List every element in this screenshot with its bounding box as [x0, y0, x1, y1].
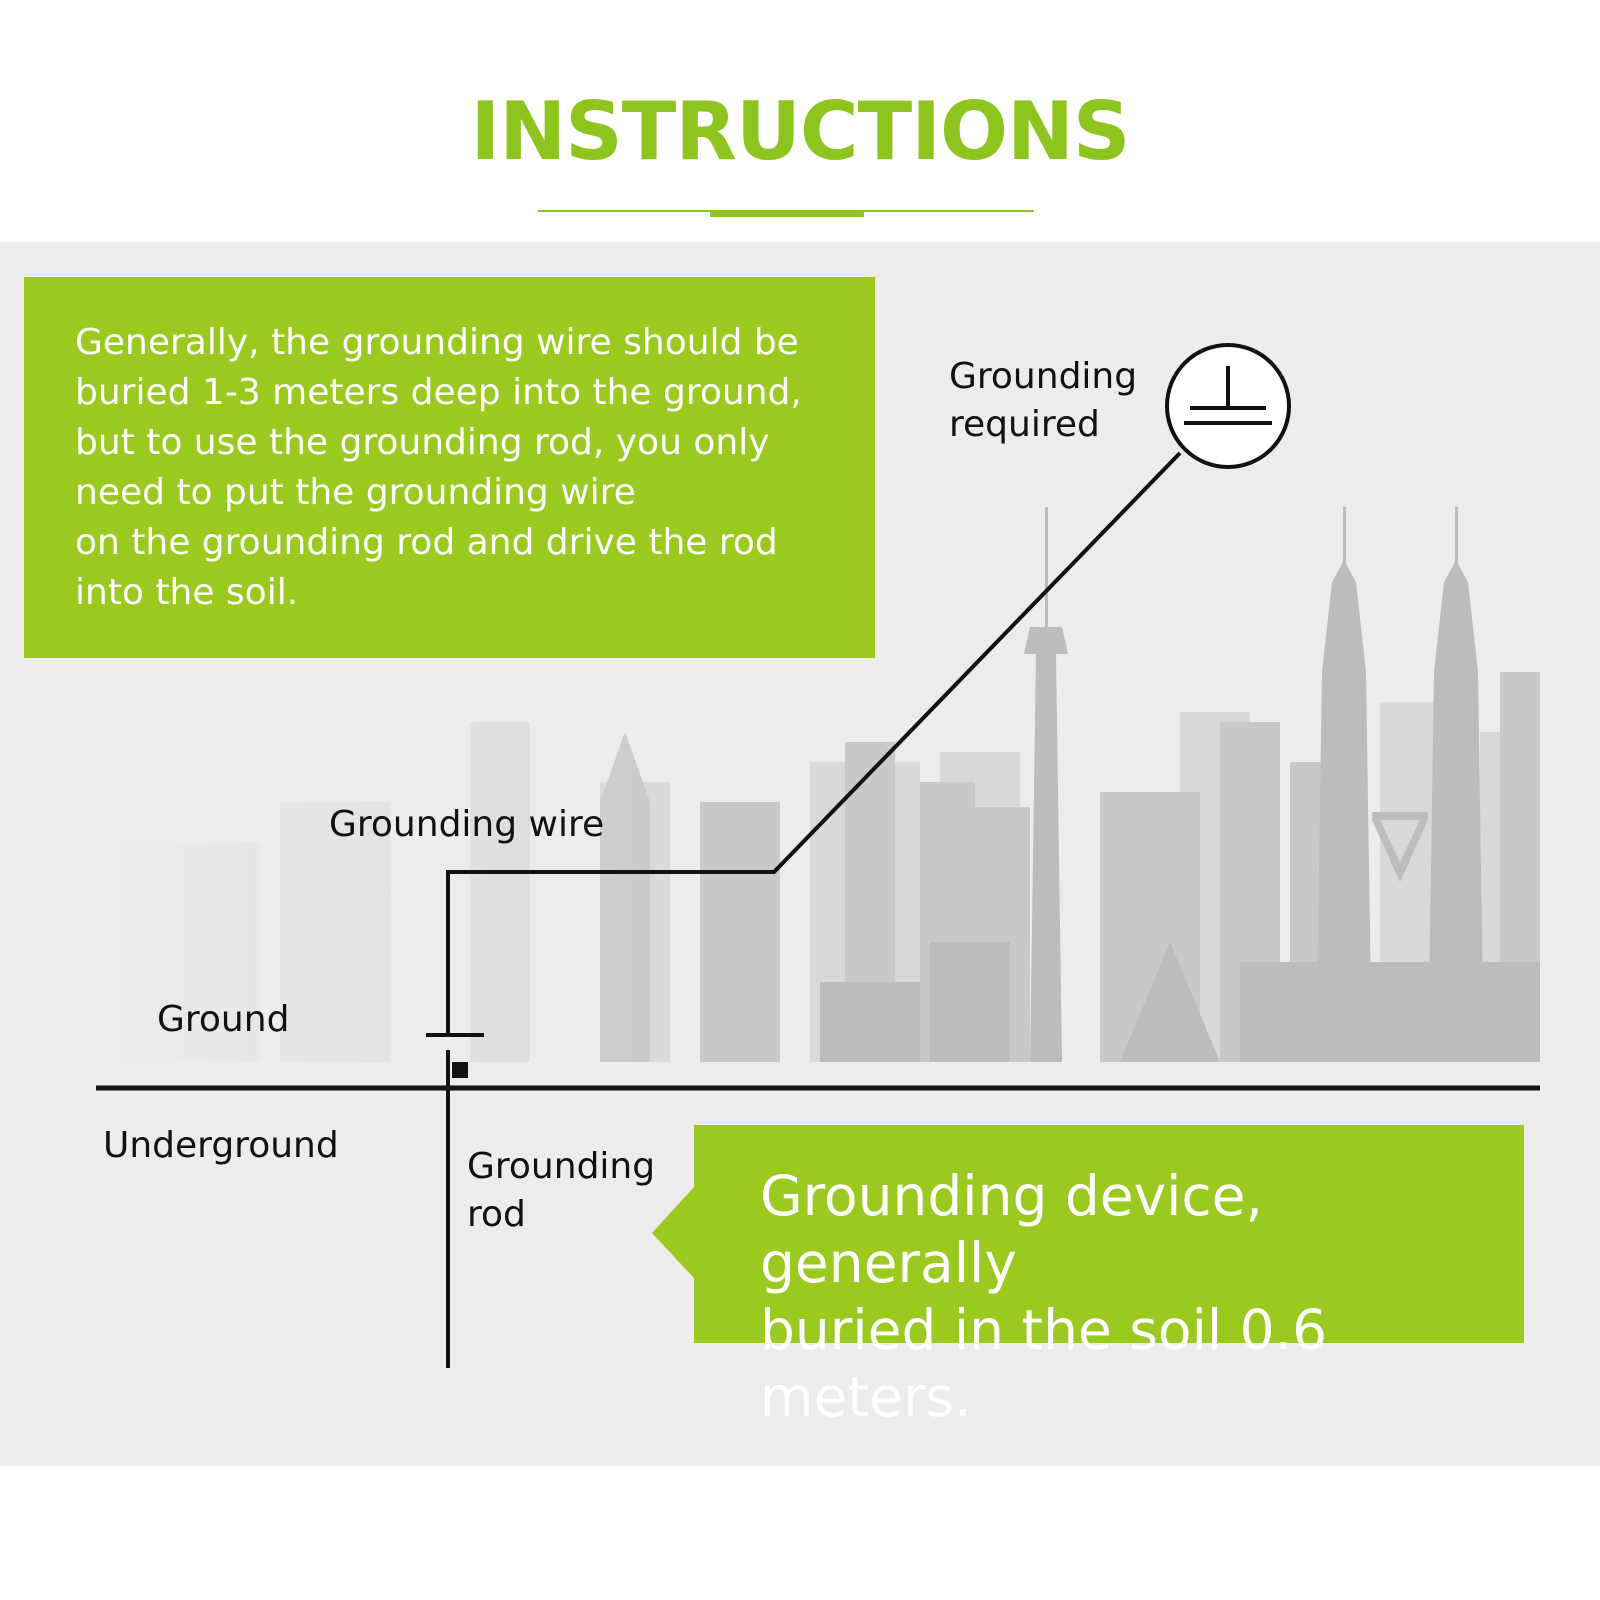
bottom-info-text: Grounding device, generally buried in th…	[760, 1164, 1328, 1429]
ground-label: Ground	[157, 999, 290, 1040]
grounding-wire-label: Grounding wire	[329, 804, 605, 845]
grounding-rod-label: Grounding rod	[467, 1146, 656, 1235]
underground-label: Underground	[103, 1125, 339, 1166]
top-info-box	[24, 277, 875, 658]
bottom-info-box	[694, 1125, 1524, 1343]
top-info-text: Generally, the grounding wire should be …	[75, 322, 802, 613]
ground-symbol-icon	[1165, 343, 1291, 469]
grounding-wire-line	[446, 451, 1182, 1033]
rod-clamp-block	[452, 1062, 468, 1078]
callout-pointer	[652, 1187, 694, 1278]
title-underline-accent	[710, 210, 864, 217]
grounding-required-label: Grounding required	[949, 356, 1138, 445]
page-title: INSTRUCTIONS	[470, 85, 1130, 178]
